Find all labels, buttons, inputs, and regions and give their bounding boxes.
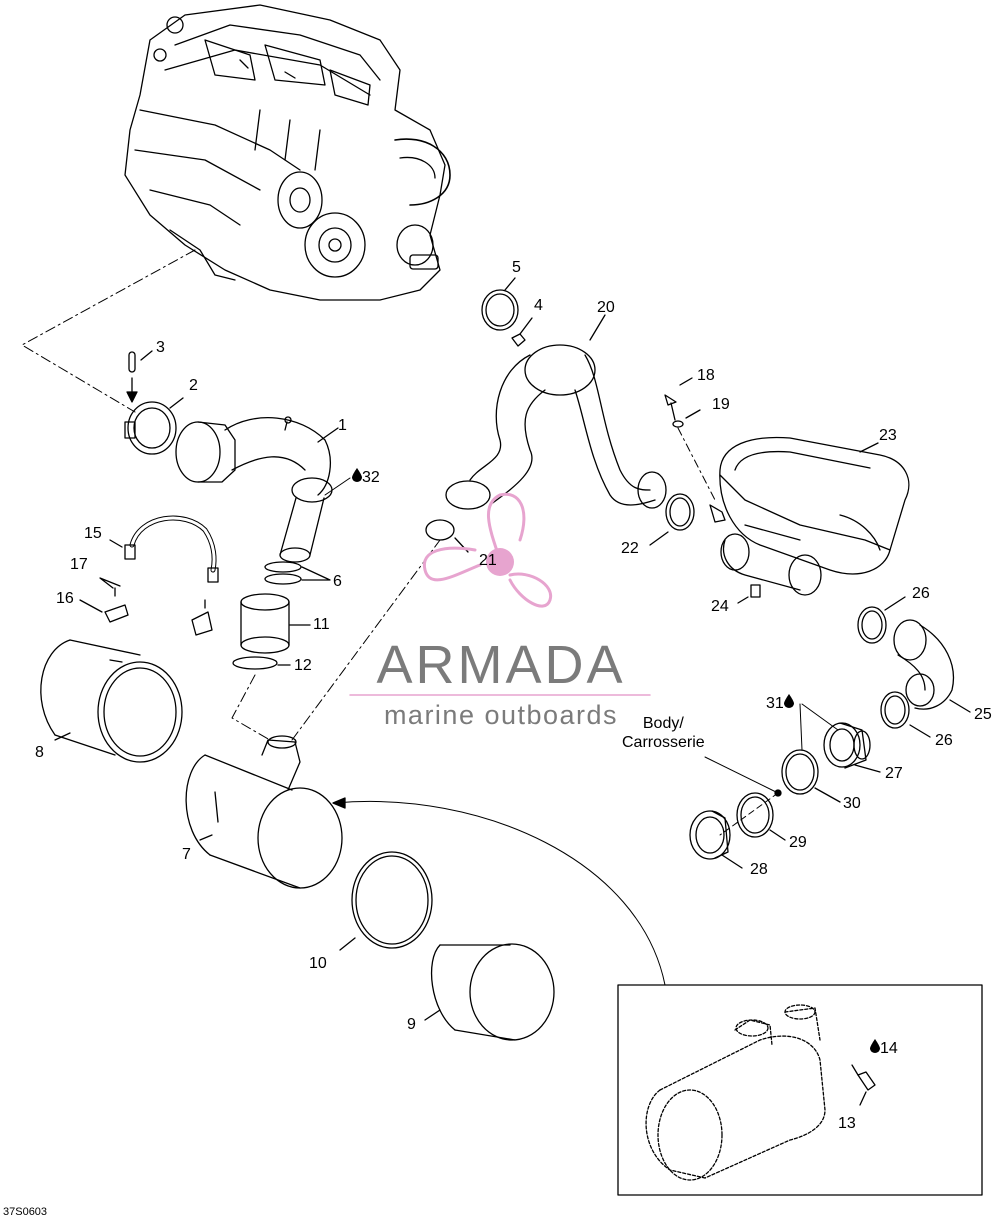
part-23-resonator xyxy=(709,436,910,596)
part-30-seal xyxy=(781,749,841,803)
part-22-clamp xyxy=(649,493,695,546)
callout-6: 6 xyxy=(333,573,342,590)
engine-leader-line xyxy=(21,249,196,413)
part-11-sleeve xyxy=(240,593,311,654)
callout-27: 27 xyxy=(885,765,903,782)
part-3-pin xyxy=(126,350,153,403)
engine-illustration xyxy=(124,4,451,301)
part-20-tube xyxy=(445,314,667,510)
callout-1: 1 xyxy=(338,417,347,434)
callout-31-number: 31 xyxy=(766,695,784,712)
body-leader xyxy=(704,756,779,794)
watermark-propeller-icon xyxy=(422,492,553,608)
callout-8: 8 xyxy=(35,744,44,761)
callout-31: 31 xyxy=(766,694,794,712)
inset-arrow-head xyxy=(332,797,346,809)
callout-19: 19 xyxy=(712,396,730,413)
diagram-code: 37S0603 xyxy=(3,1206,48,1218)
callout-20: 20 xyxy=(597,299,615,316)
part-2-clamp xyxy=(124,397,184,455)
part-29-ring xyxy=(736,792,786,841)
part-27-fitting xyxy=(823,722,881,773)
callout-26-upper: 26 xyxy=(912,585,930,602)
part-25-elbow-hose xyxy=(893,619,971,713)
callout-9: 9 xyxy=(407,1016,416,1033)
callout-5: 5 xyxy=(512,259,521,276)
callout-21: 21 xyxy=(479,552,497,569)
callout-26-lower: 26 xyxy=(935,732,953,749)
callout-17: 17 xyxy=(70,556,88,573)
callout-22: 22 xyxy=(621,540,639,557)
callout-32-number: 32 xyxy=(362,469,380,486)
part-8-cylinder xyxy=(40,639,183,763)
drop-icon xyxy=(352,468,362,482)
leader-12-to-7 xyxy=(231,674,271,741)
part-9-cap xyxy=(424,943,555,1041)
callout-10: 10 xyxy=(309,955,327,972)
part-12-clamp xyxy=(232,656,291,670)
inset-detail-box xyxy=(617,984,983,1196)
part-6-clamps xyxy=(264,561,331,585)
part-18-bolt xyxy=(664,377,693,421)
callout-2: 2 xyxy=(189,377,198,394)
callout-4: 4 xyxy=(534,297,543,314)
part-16-17-brackets xyxy=(79,577,213,636)
part-10-ring xyxy=(339,851,433,951)
inset-arrow-line xyxy=(334,800,666,986)
callout-23: 23 xyxy=(879,427,897,444)
callout-30: 30 xyxy=(843,795,861,812)
watermark-brand: ARMADA xyxy=(376,635,626,695)
callout-29: 29 xyxy=(789,834,807,851)
callout-11: 11 xyxy=(313,616,330,633)
part-19-washer xyxy=(672,409,701,428)
body-note: Body/ Carrosserie xyxy=(622,714,705,752)
leader-18-to-23 xyxy=(677,427,716,501)
part-15-strap xyxy=(109,515,219,583)
part-26-clamp-upper xyxy=(857,596,906,644)
part-5-clamp xyxy=(481,277,519,331)
callout-3: 3 xyxy=(156,339,165,356)
drop-icon xyxy=(870,1039,880,1053)
part-26-clamp-lower xyxy=(880,691,931,738)
callout-25: 25 xyxy=(974,706,992,723)
body-note-line1: Body/ xyxy=(642,715,684,732)
callout-14: 14 xyxy=(870,1039,898,1057)
callout-24: 24 xyxy=(711,598,729,615)
callout-28: 28 xyxy=(750,861,768,878)
callout-15: 15 xyxy=(84,525,102,542)
body-note-line2: Carrosserie xyxy=(622,734,705,751)
drop-icon xyxy=(783,694,794,708)
part-4-fitting xyxy=(511,317,533,347)
part-24-fitting xyxy=(737,584,761,604)
leader-32 xyxy=(324,477,351,496)
leader-31 xyxy=(799,703,839,751)
part-7-muffler xyxy=(185,735,343,889)
callout-16: 16 xyxy=(56,590,74,607)
leader-21-to-7 xyxy=(291,539,441,741)
part-28-nut xyxy=(689,810,743,869)
part-1-elbow xyxy=(175,416,339,563)
callout-14-number: 14 xyxy=(880,1040,898,1057)
callout-12: 12 xyxy=(294,657,312,674)
callout-13: 13 xyxy=(838,1115,856,1132)
callout-18: 18 xyxy=(697,367,715,384)
callout-7: 7 xyxy=(182,846,191,863)
watermark-tagline: marine outboards xyxy=(383,700,619,730)
callout-32: 32 xyxy=(352,468,380,486)
